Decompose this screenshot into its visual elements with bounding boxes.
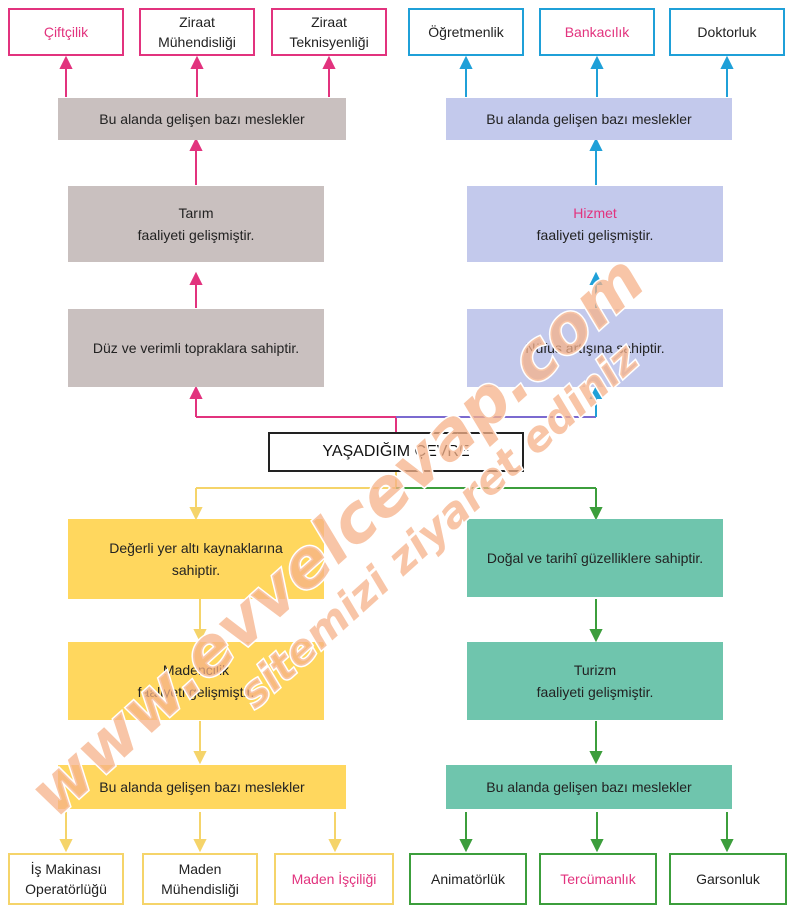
job-doktorluk: Doktorluk [669, 8, 785, 56]
hizmet-jobs-title: Bu alanda gelişen bazı meslekler [446, 98, 732, 140]
job-maden-muhendisligi: Maden Mühendisliği [142, 853, 258, 905]
madencilik-cause: Değerli yer altı kaynaklarına sahiptir. [68, 519, 324, 599]
tarim-cause: Düz ve verimli topraklara sahiptir. [68, 309, 324, 387]
center-title: YAŞADIĞIM ÇEVRE [268, 432, 524, 472]
job-bankacilik: Bankacılık [539, 8, 655, 56]
madencilik-arrows [59, 472, 397, 853]
tarim-activity: Tarım faaliyeti gelişmiştir. [68, 186, 324, 262]
madencilik-activity: Madencilik faaliyeti gelişmiştir. [68, 642, 324, 720]
job-ziraat-teknisyenligi: Ziraat Teknisyenliği [271, 8, 387, 56]
job-maden-isciligi: Maden İşçiliği [274, 853, 394, 905]
turizm-cause: Doğal ve tarihî güzelliklere sahiptir. [467, 519, 723, 597]
job-ciftcilik: Çiftçilik [8, 8, 124, 56]
tarim-jobs-title: Bu alanda gelişen bazı meslekler [58, 98, 346, 140]
hizmet-arrows [396, 55, 734, 418]
job-ziraat-muhendisligi: Ziraat Mühendisliği [139, 8, 255, 56]
tarim-arrows [59, 55, 397, 432]
job-animatorluk: Animatörlük [409, 853, 527, 905]
turizm-jobs-title: Bu alanda gelişen bazı meslekler [446, 765, 732, 809]
turizm-activity: Turizm faaliyeti gelişmiştir. [467, 642, 723, 720]
hizmet-activity: Hizmet faaliyeti gelişmiştir. [467, 186, 723, 262]
hizmet-cause: Nüfus artışına sahiptir. [467, 309, 723, 387]
job-is-makinasi-operatorlugu: İş Makinası Operatörlüğü [8, 853, 124, 905]
job-tercumanlik: Tercümanlık [539, 853, 657, 905]
turizm-arrows [396, 487, 734, 853]
job-ogretmenlik: Öğretmenlik [408, 8, 524, 56]
job-garsonluk: Garsonluk [669, 853, 787, 905]
madencilik-jobs-title: Bu alanda gelişen bazı meslekler [58, 765, 346, 809]
